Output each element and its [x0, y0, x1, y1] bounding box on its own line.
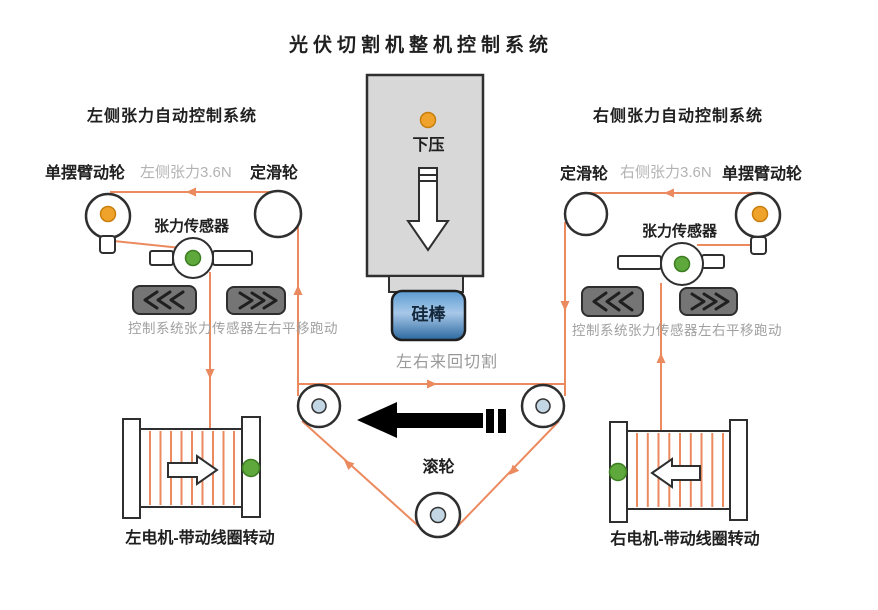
right-sensor-arm: [617, 255, 662, 270]
press-machine: [365, 73, 485, 342]
right-tension-value: 右侧张力3.6N: [620, 164, 712, 181]
right-sensor-arm: [701, 254, 725, 269]
wire-direction-arrow: [509, 464, 520, 475]
chevron-right-icon: [690, 292, 730, 311]
left-fixed-pulley-label: 定滑轮: [250, 165, 299, 182]
wire-direction-arrow: [427, 379, 437, 389]
left-caption: 控制系统张力传感器左右平移跑动: [128, 321, 338, 336]
left-system-header: 左侧张力自动控制系统: [86, 108, 257, 125]
left-swing-wheel-label: 单摆臂动轮: [45, 165, 126, 182]
wire-direction-arrow: [656, 353, 666, 363]
cutting-motion-label: 左右来回切割: [395, 354, 498, 371]
silicon-rod-label: 硅棒: [411, 305, 446, 324]
left-fixed-pulley: [253, 189, 303, 239]
cutting-zone: [296, 383, 566, 539]
left-spool-flange: [122, 418, 141, 519]
cut-direction-left-arrow-icon: [357, 402, 483, 438]
wire-direction-arrow: [344, 460, 355, 471]
right-spool-rotation-left-arrow-icon: [650, 457, 701, 489]
press-machine-neck: [388, 275, 464, 293]
right-swing-wheel-indicator: [751, 205, 769, 223]
chevron-left-icon: [143, 290, 185, 310]
press-label: 下压: [412, 137, 445, 154]
left-swing-arm-tab: [99, 235, 116, 254]
wire-direction-arrow: [560, 301, 570, 311]
right-spool-indicator: [608, 462, 628, 482]
wire-direction-arrow: [186, 187, 196, 197]
wire-direction-arrow: [205, 369, 215, 379]
left-sensor-indicator: [184, 249, 202, 267]
wire-layer: [110, 187, 758, 532]
right-swing-arm-tab: [750, 236, 767, 255]
right-system-header: 右侧张力自动控制系统: [592, 108, 763, 125]
wire-segment: [452, 420, 560, 532]
right-swing-wheel-label: 单摆臂动轮: [722, 166, 803, 183]
left-motor-label: 左电机-带动线圈转动: [125, 530, 275, 547]
roller-label: 滚轮: [422, 459, 455, 476]
wire-direction-arrow: [293, 285, 303, 295]
right-fixed-pulley: [563, 191, 609, 237]
cut-arrow-bar: [498, 409, 506, 433]
left-spool-indicator: [241, 458, 261, 478]
left-translate-left-button: [132, 285, 197, 315]
cutting-right-pulley-hub: [535, 398, 551, 414]
right-motor-label: 右电机-带动线圈转动: [610, 531, 760, 548]
press-down-arrow-icon: [406, 167, 450, 252]
right-motor-spool: [608, 419, 748, 523]
right-translate-left-button: [581, 286, 644, 317]
left-motor-spool: [122, 416, 261, 519]
cut-arrow-bar: [486, 409, 494, 433]
silicon-rod-box: [390, 289, 467, 342]
right-fixed-pulley-label: 定滑轮: [560, 166, 609, 183]
press-indicator-light: [419, 111, 437, 129]
left-sensor-arm: [212, 250, 253, 266]
diagram-title: 光伏切割机整机控制系统: [288, 35, 553, 56]
right-sensor-indicator: [673, 255, 691, 273]
left-sensor-arm: [149, 250, 174, 266]
left-sensor-label: 张力传感器: [154, 218, 230, 235]
left-tension-value: 左侧张力3.6N: [140, 164, 232, 181]
right-spool-flange: [729, 419, 748, 521]
bottom-roller-hub: [429, 506, 447, 524]
wire-direction-arrow: [664, 188, 674, 198]
right-tension-system: [563, 191, 782, 317]
left-spool-coil: [149, 431, 235, 505]
left-swing-wheel-indicator: [99, 205, 117, 223]
left-tension-system: [84, 189, 303, 315]
left-spool-rotation-right-arrow-icon: [167, 454, 219, 486]
wire-segment: [113, 240, 182, 249]
right-sensor-label: 张力传感器: [642, 223, 718, 240]
chevron-right-icon: [238, 291, 278, 310]
cutting-left-pulley-hub: [311, 398, 327, 414]
right-caption: 控制系统张力传感器左右平移跑动: [572, 323, 782, 338]
wire-segment: [301, 420, 425, 532]
chevron-left-icon: [592, 291, 634, 312]
